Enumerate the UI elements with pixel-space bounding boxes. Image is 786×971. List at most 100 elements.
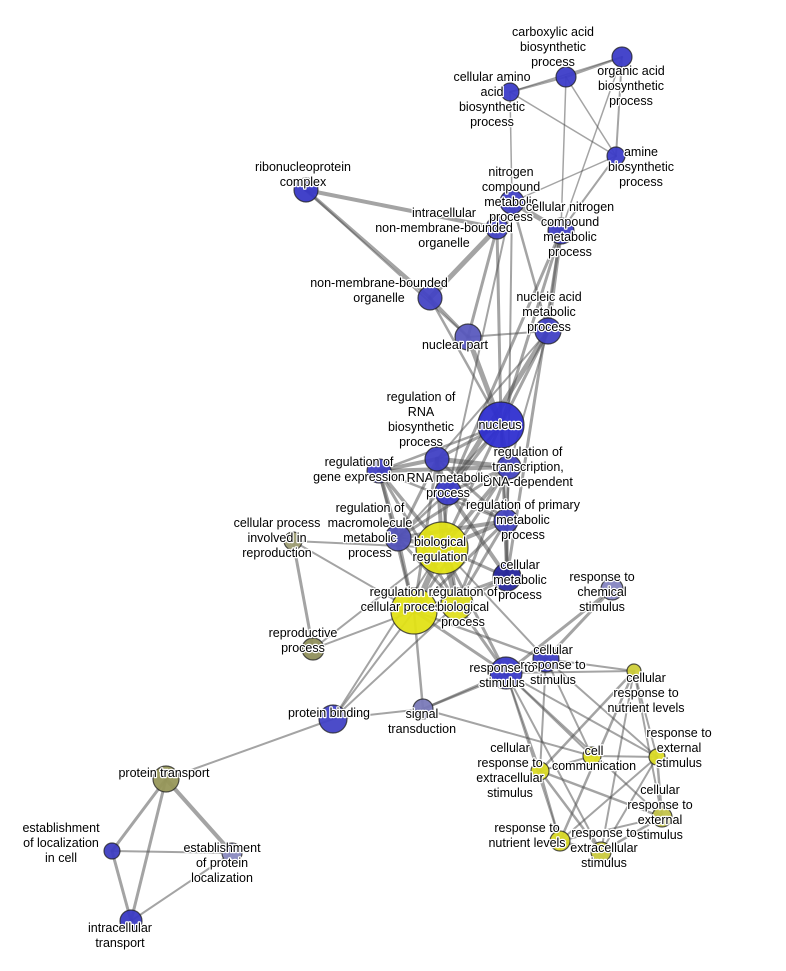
node-rna_met[interactable]	[434, 478, 462, 506]
node-reg_rna[interactable]	[424, 446, 450, 472]
node-nuclear_part[interactable]	[454, 323, 482, 351]
node-est_prot_loc[interactable]	[221, 842, 243, 864]
node-cell_resp_extra[interactable]	[530, 761, 550, 781]
node-label-prot_trans: protein transport	[118, 766, 210, 780]
edge-resp_stim-resp_chem	[504, 587, 614, 675]
edge-cell_resp_extra-resp_nutr	[539, 770, 561, 842]
node-cpr[interactable]	[283, 531, 303, 551]
node-resp_extra[interactable]	[590, 841, 612, 863]
edge-cell_resp-signal_tx	[421, 657, 548, 711]
node-organic[interactable]	[611, 46, 633, 68]
edge-intra_nmb-nucleus	[495, 226, 503, 427]
node-label-nuclear_part: nuclear part	[422, 338, 489, 352]
edge-cell_resp_nutr-resp_extra	[600, 670, 635, 853]
edge-carb-amine	[565, 76, 617, 157]
node-reg_bio[interactable]	[440, 587, 474, 621]
node-reg_primary[interactable]	[493, 508, 519, 534]
node-repro[interactable]	[301, 637, 325, 661]
edge-cell_resp-cell_resp_extra	[539, 658, 547, 772]
edge-intra_trans-est_prot_loc	[130, 852, 233, 922]
edge-cell_resp_extra-resp_extra	[538, 769, 603, 854]
edge-nitrogen-nucleic	[510, 200, 550, 333]
edge-organic-amine	[615, 56, 623, 157]
edge-reg_tx-reg_bio	[455, 465, 511, 606]
node-cell_nitrogen[interactable]	[547, 217, 575, 245]
edge-carb-cell_nitrogen	[560, 76, 567, 232]
edge-prot_bind-reg_bio	[332, 603, 458, 720]
edge-resp_stim-cell_resp_nutr	[505, 670, 635, 674]
edge-resp_ext-cell_comm	[591, 755, 658, 758]
edge-amino-amine	[509, 91, 617, 157]
node-nucleic[interactable]	[534, 317, 562, 345]
node-cell_resp_ext[interactable]	[651, 806, 673, 828]
node-resp_stim[interactable]	[489, 656, 523, 690]
edge-nmb-nucleus	[428, 296, 503, 427]
edge-nucleic-reg_rna	[436, 330, 549, 460]
node-amino[interactable]	[500, 82, 520, 102]
node-cell_resp_nutr[interactable]	[626, 663, 642, 679]
edge-repro-bio_reg	[312, 547, 443, 650]
node-layer	[103, 46, 673, 933]
node-carb[interactable]	[555, 66, 577, 88]
node-reg_gene[interactable]	[366, 458, 392, 484]
node-reg_macro[interactable]	[384, 524, 412, 552]
node-resp_chem[interactable]	[600, 577, 624, 601]
edge-intra_nmb-nuclear_part	[466, 226, 499, 339]
node-reg_tx[interactable]	[496, 454, 522, 480]
node-nmb[interactable]	[417, 285, 443, 311]
node-intra_nmb[interactable]	[485, 216, 509, 240]
edge-cell_resp-cell_resp_nutr	[545, 658, 635, 672]
node-amine[interactable]	[606, 146, 626, 166]
edge-amino-nitrogen	[509, 91, 513, 203]
node-resp_nutr[interactable]	[549, 830, 571, 852]
node-reg_cell[interactable]	[390, 587, 438, 635]
node-nucleus[interactable]	[477, 401, 525, 449]
edge-ribo-intra_nmb	[304, 188, 499, 230]
edge-cell_resp-resp_chem	[544, 587, 614, 661]
edge-amine-cell_nitrogen	[560, 155, 617, 232]
node-intra_trans[interactable]	[119, 909, 143, 933]
edge-signal_tx-prot_bind	[332, 708, 424, 720]
edge-reg_rna-reg_macro	[396, 457, 439, 540]
node-resp_ext[interactable]	[648, 748, 666, 766]
edge-prot_bind-bio_reg	[332, 547, 443, 720]
node-cell_resp[interactable]	[532, 645, 560, 673]
edge-nucleic-reg_tx	[508, 330, 549, 468]
edge-prot_trans-est_prot_loc	[164, 777, 234, 855]
node-signal_tx[interactable]	[412, 698, 434, 720]
node-bio_reg[interactable]	[415, 521, 469, 575]
node-prot_bind[interactable]	[318, 704, 348, 734]
edge-cell_resp-resp_ext	[545, 658, 658, 758]
node-cell_comm[interactable]	[582, 746, 602, 766]
node-est_loc_cell[interactable]	[103, 842, 121, 860]
edge-resp_stim-resp_ext	[505, 672, 658, 758]
node-prot_trans[interactable]	[152, 765, 180, 793]
edge-cell_resp_ext-resp_nutr	[559, 816, 663, 842]
node-cell_met[interactable]	[492, 562, 522, 592]
edge-resp_stim-resp_extra	[505, 672, 602, 853]
edge-organic-cell_nitrogen	[560, 56, 623, 232]
node-nitrogen[interactable]	[499, 189, 525, 215]
edge-prot_trans-prot_bind	[165, 718, 334, 780]
node-ribo[interactable]	[293, 177, 319, 203]
